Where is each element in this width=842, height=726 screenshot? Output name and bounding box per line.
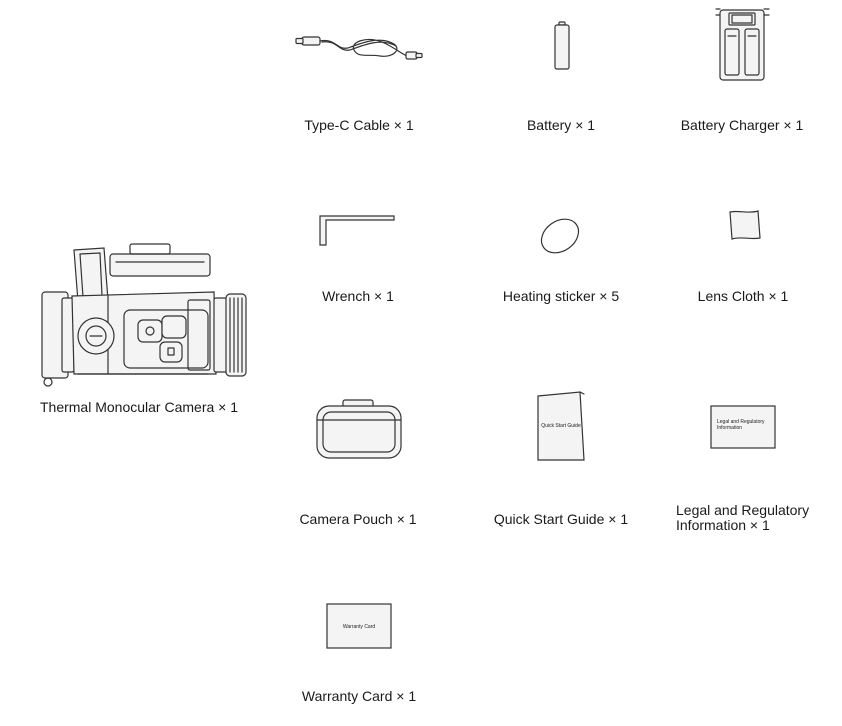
lens-cloth-illustration <box>727 208 763 242</box>
heating-sticker-label: Heating sticker × 5 <box>502 288 620 304</box>
legal-info-illustration: Legal and Regulatory Information <box>709 404 777 450</box>
legal-cover-line2: Information <box>717 425 742 431</box>
warranty-card-label: Warranty Card × 1 <box>301 688 417 704</box>
type-c-cable-illustration <box>295 28 426 68</box>
battery-charger-illustration <box>715 4 770 82</box>
heating-sticker-illustration <box>536 215 584 257</box>
quick-start-guide-illustration: Quick Start Guide <box>536 390 588 464</box>
warranty-cover-text: Warranty Card <box>343 624 376 630</box>
camera-pouch-illustration <box>313 398 405 462</box>
legal-info-label-line1: Legal and Regulatory <box>676 502 810 518</box>
battery-label: Battery × 1 <box>526 117 596 133</box>
battery-charger-label: Battery Charger × 1 <box>680 117 804 133</box>
camera-pouch-label: Camera Pouch × 1 <box>299 511 417 527</box>
guide-cover-text: Quick Start Guide <box>541 423 581 429</box>
thermal-camera-illustration <box>38 240 248 390</box>
wrench-illustration <box>318 212 398 248</box>
wrench-label: Wrench × 1 <box>322 288 394 304</box>
warranty-card-illustration: Warranty Card <box>325 602 393 650</box>
battery-illustration <box>553 21 571 70</box>
thermal-camera-label: Thermal Monocular Camera × 1 <box>39 399 239 415</box>
legal-info-label-line2: Information × 1 <box>676 517 770 533</box>
quick-start-guide-label: Quick Start Guide × 1 <box>493 511 629 527</box>
type-c-cable-label: Type-C Cable × 1 <box>304 117 414 133</box>
lens-cloth-label: Lens Cloth × 1 <box>697 288 789 304</box>
legal-cover-line1: Legal and Regulatory <box>717 419 765 425</box>
